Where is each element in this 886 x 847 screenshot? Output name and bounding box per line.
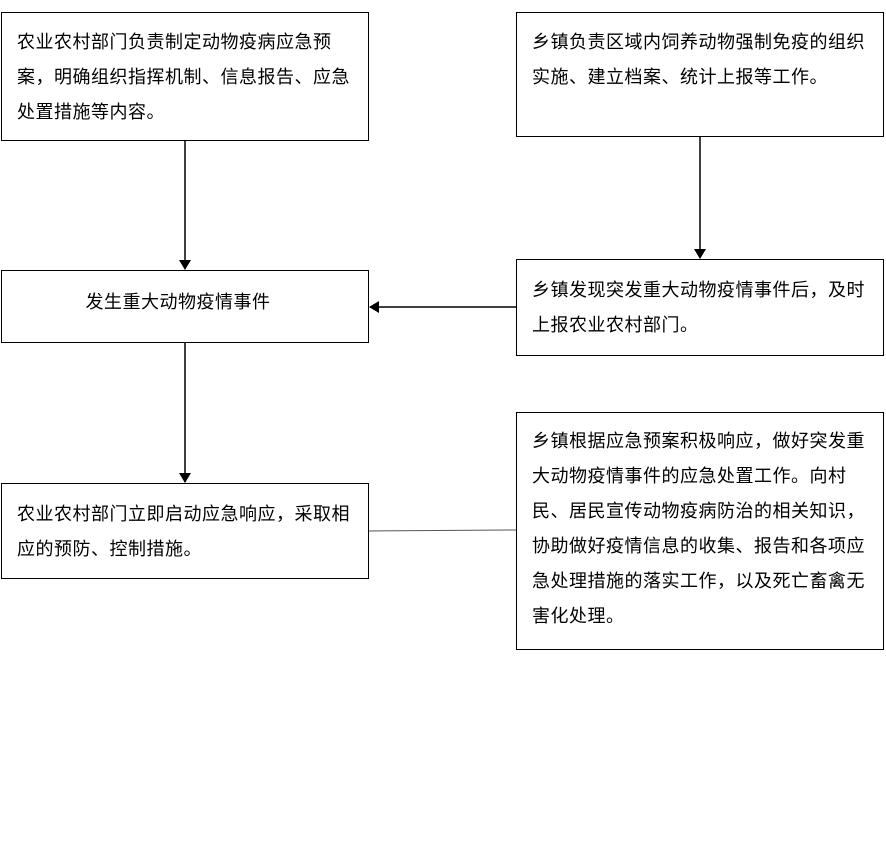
- node-township-response-text: 乡镇根据应急预案积极响应，做好突发重大动物疫情事件的应急处置工作。向村民、居民宣…: [532, 431, 865, 627]
- node-agri-plan: 农业农村部门负责制定动物疫病应急预案，明确组织指挥机制、信息报告、应急处置措施等…: [1, 12, 369, 141]
- node-agri-plan-text: 农业农村部门负责制定动物疫病应急预案，明确组织指挥机制、信息报告、应急处置措施等…: [17, 32, 350, 123]
- node-agri-response: 农业农村部门立即启动应急响应，采取相应的预防、控制措施。: [1, 483, 369, 579]
- node-major-outbreak: 发生重大动物疫情事件: [1, 270, 369, 343]
- node-agri-response-text: 农业农村部门立即启动应急响应，采取相应的预防、控制措施。: [17, 504, 350, 560]
- link-response-to-township-response: [368, 529, 517, 532]
- node-township-immunization-text: 乡镇负责区域内饲养动物强制免疫的组织实施、建立档案、统计上报等工作。: [532, 32, 865, 88]
- node-township-report: 乡镇发现突发重大动物疫情事件后，及时上报农业农村部门。: [516, 259, 884, 356]
- node-major-outbreak-text: 发生重大动物疫情事件: [85, 292, 271, 313]
- node-township-report-text: 乡镇发现突发重大动物疫情事件后，及时上报农业农村部门。: [532, 280, 865, 336]
- node-township-response: 乡镇根据应急预案积极响应，做好突发重大动物疫情事件的应急处置工作。向村民、居民宣…: [516, 412, 884, 650]
- node-township-immunization: 乡镇负责区域内饲养动物强制免疫的组织实施、建立档案、统计上报等工作。: [516, 12, 884, 137]
